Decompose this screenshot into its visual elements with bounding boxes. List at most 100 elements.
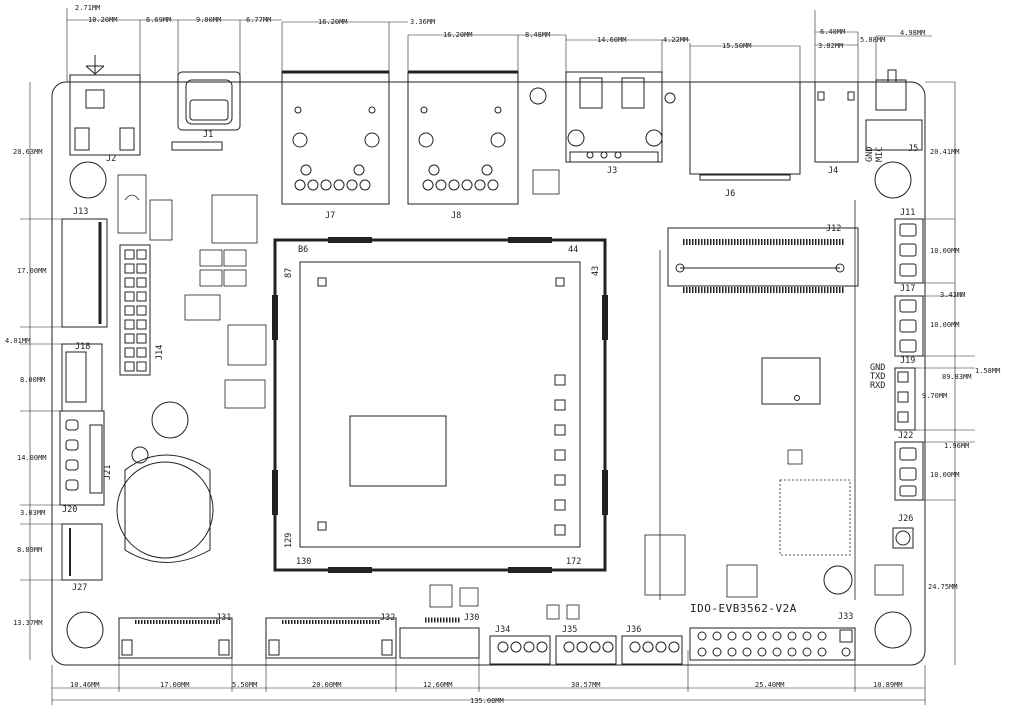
label-j4: J4 [828,166,839,176]
uart-gnd-label: GND [870,363,886,373]
dim-bottom-7: 10.89MM [873,681,903,689]
dim-top-13: 3.82MM [818,42,844,50]
pin-label-129: 129 [284,532,294,548]
label-j17: J17 [900,284,916,294]
dim-total-width: 135.00MM [470,697,504,705]
dim-bottom-1: 17.00MM [160,681,190,689]
uart-txd-label: TXD [870,372,886,382]
top-dimension-lines [66,8,932,82]
dim-top-9: 14.60MM [597,36,627,44]
dim-top-1: 10.20MM [88,16,118,24]
j34-connector [489,635,551,665]
dim-top-3: 9.00MM [196,16,222,24]
dim-top-4: 6.77MM [246,16,272,24]
dim-top-8: 8.48MM [525,31,551,39]
j26-connector [892,527,914,549]
dim-bottom-2: 5.50MM [232,681,258,689]
dim-right-4: 1.58MM [975,367,1001,375]
label-j26: J26 [898,514,914,524]
j32-connector [265,617,397,659]
j4-audio-jack [814,81,859,163]
j30-connector [399,617,480,659]
label-j34: J34 [495,625,511,635]
dim-right-3: 10.00MM [930,321,960,329]
qfp-chip [761,357,821,405]
label-j2: J2 [106,154,117,164]
label-j11: J11 [900,208,916,218]
dim-right-2: 3.43MM [940,291,966,299]
dim-left-7: 13.37MM [13,619,43,627]
j5-connector [865,69,923,151]
label-j1: J1 [203,130,214,140]
dim-right-7: 1.96MM [944,442,970,450]
dim-right-5: 89.83MM [942,373,972,381]
mount-hole-tl [69,161,107,199]
j4-gnd-label: GND [865,146,875,162]
board-model-label: IDO-EVB3562-V2A [690,602,797,615]
pin-label-43: 43 [591,265,601,276]
dim-bottom-5: 30.57MM [571,681,601,689]
dim-left-0: 20.63MM [13,148,43,156]
label-j30: J30 [464,613,480,623]
label-j6: J6 [725,189,736,199]
soc-chip [272,237,608,573]
j35-connector [555,635,617,665]
label-j8: J8 [451,211,462,221]
label-j13: J13 [73,207,89,217]
uart-rxd-label: RXD [870,381,886,391]
j6-connector [689,81,801,181]
j2-power-jack [69,55,141,156]
j3-usb-a [529,71,676,163]
mount-hole-tr [874,161,912,199]
label-j31: J31 [216,613,232,623]
j22-connector [894,441,924,501]
dim-top-6: 3.36MM [410,18,436,26]
j11-connector [894,218,924,284]
j33-header [689,627,856,661]
dim-left-6: 8.89MM [17,546,43,554]
label-j3: J3 [607,166,618,176]
dim-right-6: 9.70MM [922,392,948,400]
label-j20: J20 [62,505,78,515]
dim-top-12: 6.40MM [820,28,846,36]
pin-label-87: 87 [284,267,294,278]
dim-top-15: 4.98MM [900,29,926,37]
label-j14: J14 [155,344,165,360]
j12-connector [667,227,859,293]
label-j18: J18 [75,342,91,352]
dim-bottom-3: 20.00MM [312,681,342,689]
label-j21: J21 [103,464,113,480]
j27-connector [61,523,103,581]
j7-ethernet [281,70,390,205]
j17-connector [894,295,924,357]
label-j22: J22 [898,431,914,441]
label-j35: J35 [562,625,578,635]
mount-hole-br [874,611,912,649]
j31-connector [118,617,233,659]
dim-top-2: 6.69MM [146,16,172,24]
pin-label-172: 172 [566,557,582,567]
j4-mic-label: MIC [875,146,885,162]
dim-left-4: 14.00MM [17,454,47,462]
dim-top-10: 4.22MM [663,36,689,44]
mount-hole-mid [823,565,853,595]
dim-top-11: 15.50MM [722,42,752,50]
label-j33: J33 [838,612,854,622]
j8-ethernet [407,70,519,205]
dim-top-14: 5.88MM [860,36,886,44]
label-j36: J36 [626,625,642,635]
j18-connector [61,343,103,412]
pin-label-b6: B6 [298,245,309,255]
dim-top-5: 16.20MM [318,18,348,26]
j36-connector [621,635,683,665]
left-dimension-lines [20,82,67,660]
dim-top-0: 2.71MM [75,4,101,12]
label-j5: J5 [908,144,919,154]
pin-label-44: 44 [568,245,579,255]
dim-bottom-6: 25.40MM [755,681,785,689]
misc-components [117,169,904,620]
dim-right-0: 20.41MM [930,148,960,156]
dim-bottom-0: 10.46MM [70,681,100,689]
